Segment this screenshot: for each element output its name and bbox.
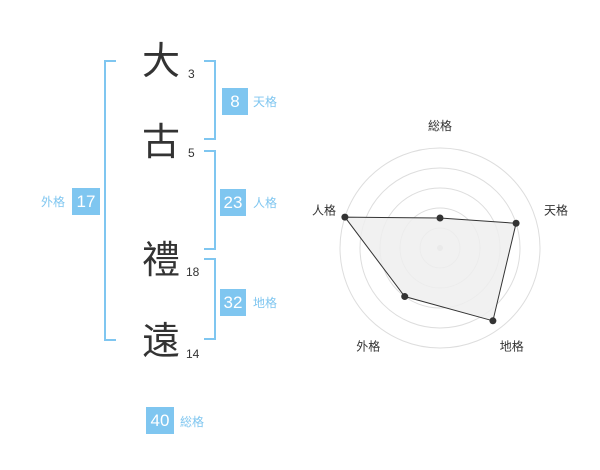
name-char-2-strokes: 5 [188, 146, 195, 160]
name-char-1-strokes: 3 [188, 67, 195, 81]
tenkaku-badge: 8 [222, 88, 248, 115]
name-char-4-strokes: 14 [186, 347, 200, 361]
radar-axis-label-3: 外格 [356, 339, 380, 354]
radar-points [341, 213, 520, 325]
radar-point-1 [512, 219, 520, 227]
soukaku-label: 総格 [180, 415, 205, 429]
jinkaku-label: 人格 [253, 196, 278, 210]
chikaku-badge: 32 [220, 289, 246, 316]
jinkaku-bracket [204, 150, 216, 250]
jinkaku-badge: 23 [220, 189, 246, 216]
radar-axis-label-2: 地格 [500, 339, 524, 354]
radar-point-3 [401, 293, 409, 301]
chikaku-bracket [204, 258, 216, 340]
tenkaku-bracket [204, 60, 216, 140]
soukaku-badge: 40 [146, 407, 174, 434]
radar-grid-ring [339, 147, 541, 349]
radar-axis-label-0: 総格 [428, 118, 452, 133]
tenkaku-label: 天格 [253, 95, 278, 109]
radar-axis-label-1: 天格 [544, 202, 568, 217]
name-char-3: 禮 [142, 238, 181, 282]
chikaku-label: 地格 [253, 296, 278, 310]
gaikaku-bracket [104, 60, 116, 341]
radar-point-2 [489, 317, 497, 325]
radar-point-4 [341, 213, 349, 221]
radar-point-0 [436, 214, 444, 222]
name-char-2: 古 [142, 120, 181, 164]
radar-grid-ring [359, 167, 521, 329]
name-char-3-strokes: 18 [186, 265, 200, 279]
name-char-4: 遠 [142, 319, 181, 363]
gaikaku-label: 外格 [41, 195, 66, 209]
gaikaku-badge: 17 [72, 188, 100, 215]
radar-area [343, 216, 517, 322]
name-char-1: 大 [142, 39, 181, 83]
radar-axis-label-4: 人格 [312, 202, 336, 217]
